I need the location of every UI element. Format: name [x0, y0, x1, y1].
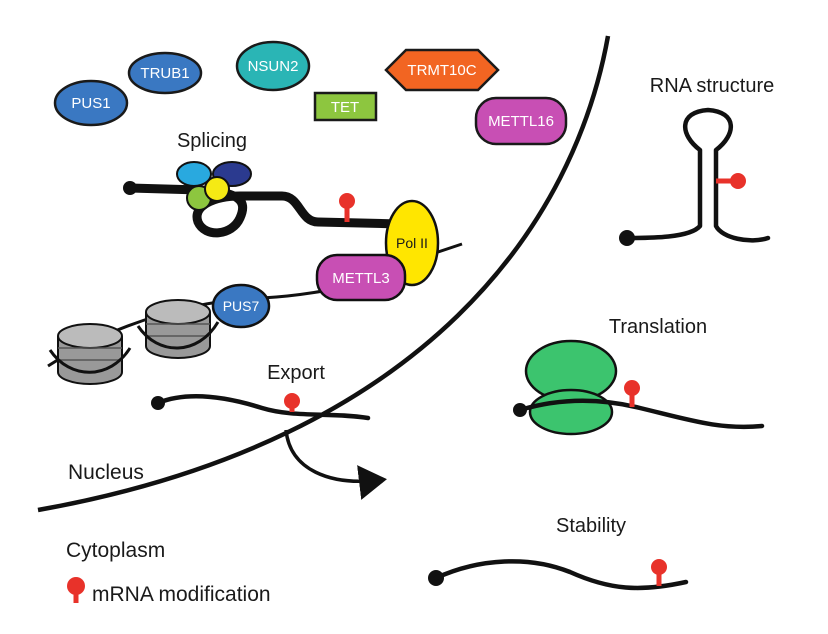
mettl3-label: METTL3 — [332, 270, 390, 287]
enzyme-tet: TET — [313, 91, 378, 122]
rna-structure-label: RNA structure — [650, 75, 774, 97]
stability-label: Stability — [556, 515, 626, 537]
enzyme-mettl3: METTL3 — [315, 253, 407, 302]
enzyme-mettl16: METTL16 — [474, 96, 568, 146]
nucleus-label: Nucleus — [68, 461, 144, 484]
legend-modification-label: mRNA modification — [92, 583, 271, 606]
enzyme-nsun2: NSUN2 — [235, 40, 311, 92]
export-label: Export — [267, 362, 325, 384]
pus7-label: PUS7 — [223, 298, 260, 314]
splicing-label: Splicing — [177, 130, 247, 152]
nucleosome-right — [136, 299, 220, 359]
rna-hairpin — [619, 107, 771, 246]
enzyme-pus1: PUS1 — [53, 79, 129, 127]
translation-mrna — [513, 380, 765, 430]
mettl16-label: METTL16 — [488, 113, 554, 130]
trub1-label: TRUB1 — [140, 65, 189, 82]
nuclear-membrane — [37, 35, 611, 513]
export-arrow — [284, 429, 387, 500]
nucleosome-left — [48, 323, 132, 385]
modification-pin-icon — [67, 577, 85, 595]
enzyme-pus7: PUS7 — [211, 283, 271, 329]
pol2-label: Pol II — [396, 235, 428, 251]
enzyme-trub1: TRUB1 — [127, 51, 203, 95]
export-mrna — [151, 393, 371, 421]
trmt10c-label: TRMT10C — [407, 62, 476, 79]
cytoplasm-label: Cytoplasm — [66, 539, 165, 562]
spliceosome — [176, 161, 252, 211]
ribosome — [524, 339, 618, 436]
translation-label: Translation — [609, 316, 707, 338]
splicing-rna — [123, 181, 405, 238]
stability-mrna — [428, 559, 689, 591]
nsun2-label: NSUN2 — [248, 58, 299, 75]
splicing-modification-pin — [339, 193, 355, 222]
pus1-label: PUS1 — [71, 95, 110, 112]
tet-label: TET — [331, 99, 359, 116]
enzyme-trmt10c: TRMT10C — [384, 48, 500, 92]
legend-modification: mRNA modification — [67, 577, 271, 606]
